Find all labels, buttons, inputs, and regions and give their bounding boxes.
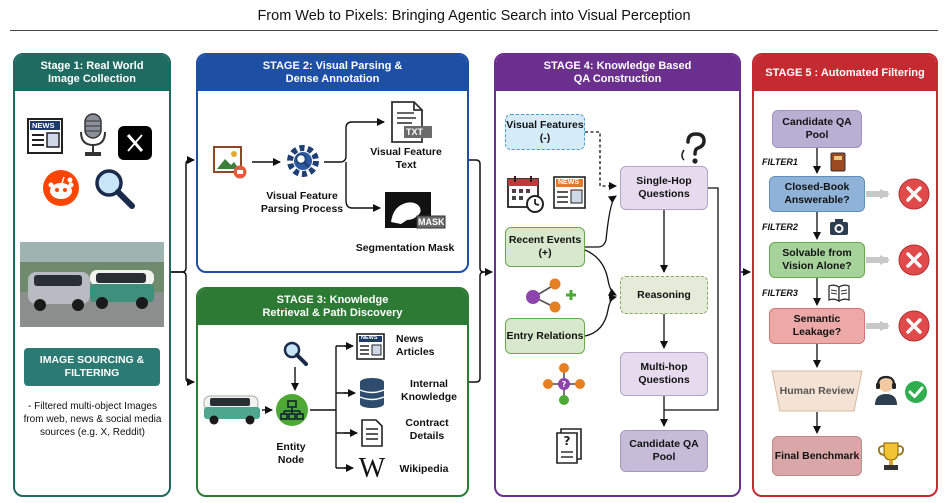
multi-hop-box: Multi-hop Questions bbox=[620, 352, 708, 396]
newspaper-icon: NEWS bbox=[26, 116, 66, 156]
entity-node-label: Entity Node bbox=[276, 441, 306, 466]
connector-recent-to-single bbox=[585, 195, 617, 248]
single-hop-box: Single-Hop Questions bbox=[620, 166, 708, 210]
closed-book-box: Closed-Book Answerable? bbox=[769, 176, 865, 212]
stage1-header: Stage 1: Real World Image Collection bbox=[15, 55, 169, 91]
connector-gear-to-text bbox=[324, 118, 385, 163]
filter3-label: FILTER3 bbox=[762, 288, 798, 298]
stage4-panel: STAGE 4: Knowledge Based QA Construction bbox=[494, 53, 741, 497]
txt-tag: TXT bbox=[406, 127, 423, 137]
stage1-description: - Filtered multi-object Images from web,… bbox=[23, 401, 162, 438]
document-icon bbox=[360, 418, 384, 448]
vision-alone-box: Solvable from Vision Alone? bbox=[769, 242, 865, 278]
contract-details-label: Contract Details bbox=[405, 417, 449, 442]
svg-text:?: ? bbox=[564, 434, 571, 448]
human-review-label: Human Review bbox=[779, 384, 855, 397]
human-review-box: Human Review bbox=[770, 370, 864, 412]
text-file-icon: TXT bbox=[388, 100, 434, 144]
database-icon bbox=[358, 377, 386, 409]
connector-visual-to-single bbox=[585, 131, 617, 190]
image-icon bbox=[212, 144, 248, 180]
trophy-icon bbox=[876, 440, 906, 472]
entry-relations-box: Entry Relations bbox=[505, 318, 585, 354]
news-articles-icon: NEWS bbox=[356, 333, 386, 361]
mask-file-icon: MASK bbox=[383, 190, 447, 234]
stage3-panel: STAGE 3: Knowledge Retrieval & Path Disc… bbox=[196, 287, 469, 497]
stage3-header: STAGE 3: Knowledge Retrieval & Path Disc… bbox=[198, 289, 467, 325]
filter1-label: FILTER1 bbox=[762, 157, 798, 167]
wikipedia-icon: W bbox=[358, 453, 386, 484]
reject-icon-2 bbox=[898, 244, 930, 276]
segmentation-mask-label: Segmentation Mask bbox=[355, 242, 455, 254]
final-benchmark-box: Final Benchmark bbox=[772, 436, 862, 476]
question-bubble-icon bbox=[678, 130, 712, 166]
connector-entry-to-reasoning bbox=[584, 294, 617, 337]
reddit-icon bbox=[42, 169, 80, 207]
stage4-header: STAGE 4: Knowledge Based QA Construction bbox=[496, 55, 739, 91]
internal-knowledge-label: Internal Knowledge bbox=[400, 378, 457, 403]
connector-stage1-to-stage2 bbox=[171, 156, 195, 273]
x-logo-icon bbox=[118, 126, 152, 160]
news-icon: NEWS bbox=[553, 176, 587, 210]
connector-recent-to-reasoning bbox=[584, 249, 617, 296]
connector-stage2-to-stage4 bbox=[469, 159, 493, 276]
semantic-leakage-box: Semantic Leakage? bbox=[769, 308, 865, 344]
connector-stage1-to-stage3 bbox=[171, 271, 195, 386]
reject-icon-3 bbox=[898, 310, 930, 342]
news-badge: NEWS bbox=[32, 121, 55, 130]
wikipedia-label: Wikipedia bbox=[399, 463, 449, 475]
reject-icon-1 bbox=[898, 178, 930, 210]
title-rule bbox=[10, 30, 938, 31]
open-book-icon bbox=[828, 284, 850, 303]
question-network-icon: ? bbox=[542, 362, 586, 406]
approve-icon bbox=[904, 380, 928, 404]
svg-text:?: ? bbox=[562, 380, 567, 389]
van-icon bbox=[202, 392, 262, 426]
connector-single-to-pool bbox=[664, 187, 719, 411]
visual-feature-text-label: Visual Feature Text bbox=[370, 146, 442, 171]
reasoning-box: Reasoning bbox=[620, 276, 708, 314]
reviewer-icon bbox=[872, 374, 900, 406]
visual-features-box: Visual Features (-) bbox=[505, 114, 585, 150]
relation-graph-icon bbox=[520, 277, 580, 313]
stage5-candidate-pool-box: Candidate QA Pool bbox=[772, 110, 862, 148]
image-sourcing-box: IMAGE SOURCING & FILTERING bbox=[24, 348, 160, 386]
camera-icon bbox=[829, 218, 849, 236]
news-articles-badge: NEWS bbox=[361, 335, 378, 341]
parsing-process-label: Visual Feature Parsing Process bbox=[260, 190, 344, 215]
connector-gear-to-mask bbox=[345, 162, 381, 212]
gear-icon bbox=[285, 143, 321, 179]
stage5-header: STAGE 5 : Automated Filtering bbox=[754, 55, 936, 91]
mask-tag: MASK bbox=[418, 217, 445, 227]
car-photo bbox=[20, 242, 164, 327]
magnifier-icon bbox=[92, 166, 136, 210]
search-icon bbox=[282, 340, 308, 366]
stage4-candidate-pool-box: Candidate QA Pool bbox=[620, 430, 708, 472]
stage2-header: STAGE 2: Visual Parsing & Dense Annotati… bbox=[198, 55, 467, 91]
stage2-panel: STAGE 2: Visual Parsing & Dense Annotati… bbox=[196, 53, 469, 273]
book-icon bbox=[829, 152, 847, 172]
figure-title: From Web to Pixels: Bringing Agentic Sea… bbox=[257, 8, 691, 24]
news-icon-badge: NEWS bbox=[558, 179, 579, 186]
entity-node-icon bbox=[275, 393, 309, 427]
filter2-label: FILTER2 bbox=[762, 222, 798, 232]
connector-entity-branches bbox=[310, 345, 356, 469]
calendar-icon bbox=[506, 174, 546, 214]
recent-events-box: Recent Events (+) bbox=[505, 227, 585, 267]
news-articles-label: News Articles bbox=[396, 333, 435, 358]
connector-stage3-to-stage4 bbox=[469, 271, 485, 383]
microphone-icon bbox=[76, 112, 110, 158]
question-document-icon: ? bbox=[553, 427, 587, 467]
